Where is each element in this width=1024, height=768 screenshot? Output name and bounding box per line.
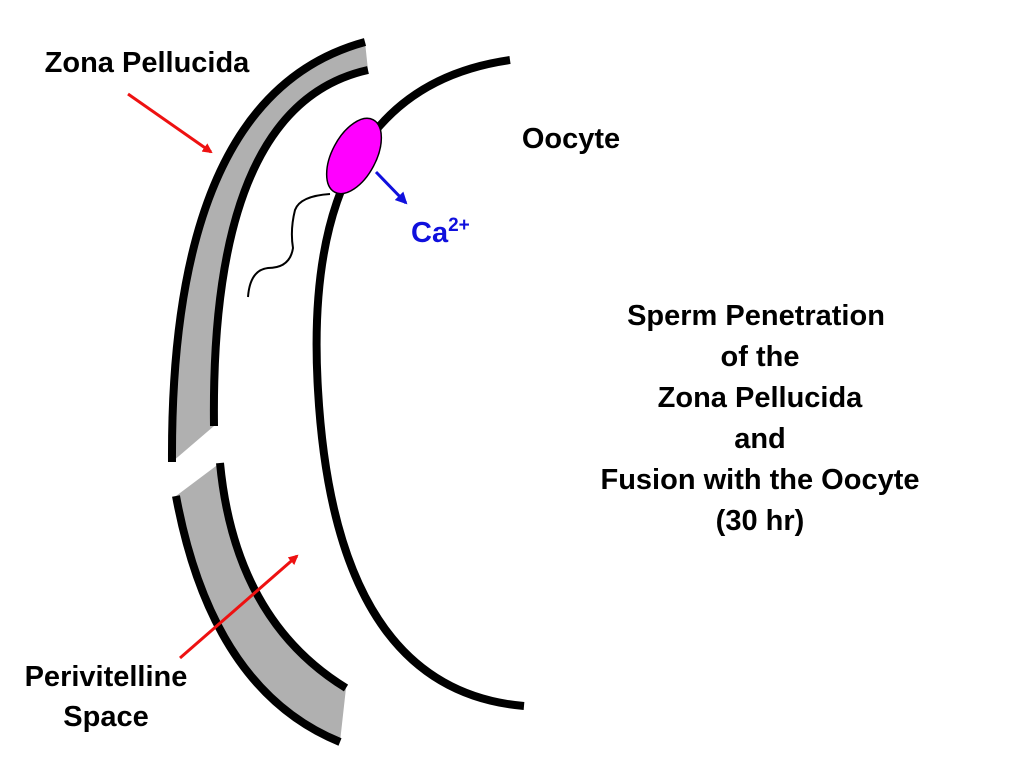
perivitelline-label-line1: Perivitelline — [25, 661, 188, 693]
title-line-1: Sperm Penetration — [627, 300, 885, 332]
perivitelline-label-line2: Space — [63, 701, 148, 733]
oocyte-membrane — [312, 56, 525, 710]
calcium-label: Ca2+ — [411, 215, 470, 249]
calcium-charge: 2+ — [448, 215, 470, 236]
zona-outer-edge-upper — [167, 38, 367, 463]
title-line-6-time: (30 hr) — [716, 505, 805, 537]
title-line-4: and — [734, 423, 786, 455]
calcium-symbol: Ca — [411, 217, 449, 249]
sperm-head — [325, 117, 383, 195]
zona-outer-edge-lower — [172, 495, 342, 746]
zona-inner-edge-lower — [216, 462, 349, 692]
zona-pellucida-label: Zona Pellucida — [45, 47, 251, 79]
title-line-3: Zona Pellucida — [658, 382, 864, 414]
perivitelline-arrow — [179, 554, 299, 660]
zona-pellucida-arrow — [127, 92, 213, 154]
sperm-tail — [247, 193, 331, 298]
title-line-2: of the — [721, 341, 800, 373]
title-line-5: Fusion with the Oocyte — [600, 464, 919, 496]
zona-pellucida-upper — [171, 42, 368, 462]
calcium-arrow — [374, 170, 408, 205]
zona-inner-edge-upper — [209, 66, 369, 427]
oocyte-label: Oocyte — [522, 123, 620, 155]
